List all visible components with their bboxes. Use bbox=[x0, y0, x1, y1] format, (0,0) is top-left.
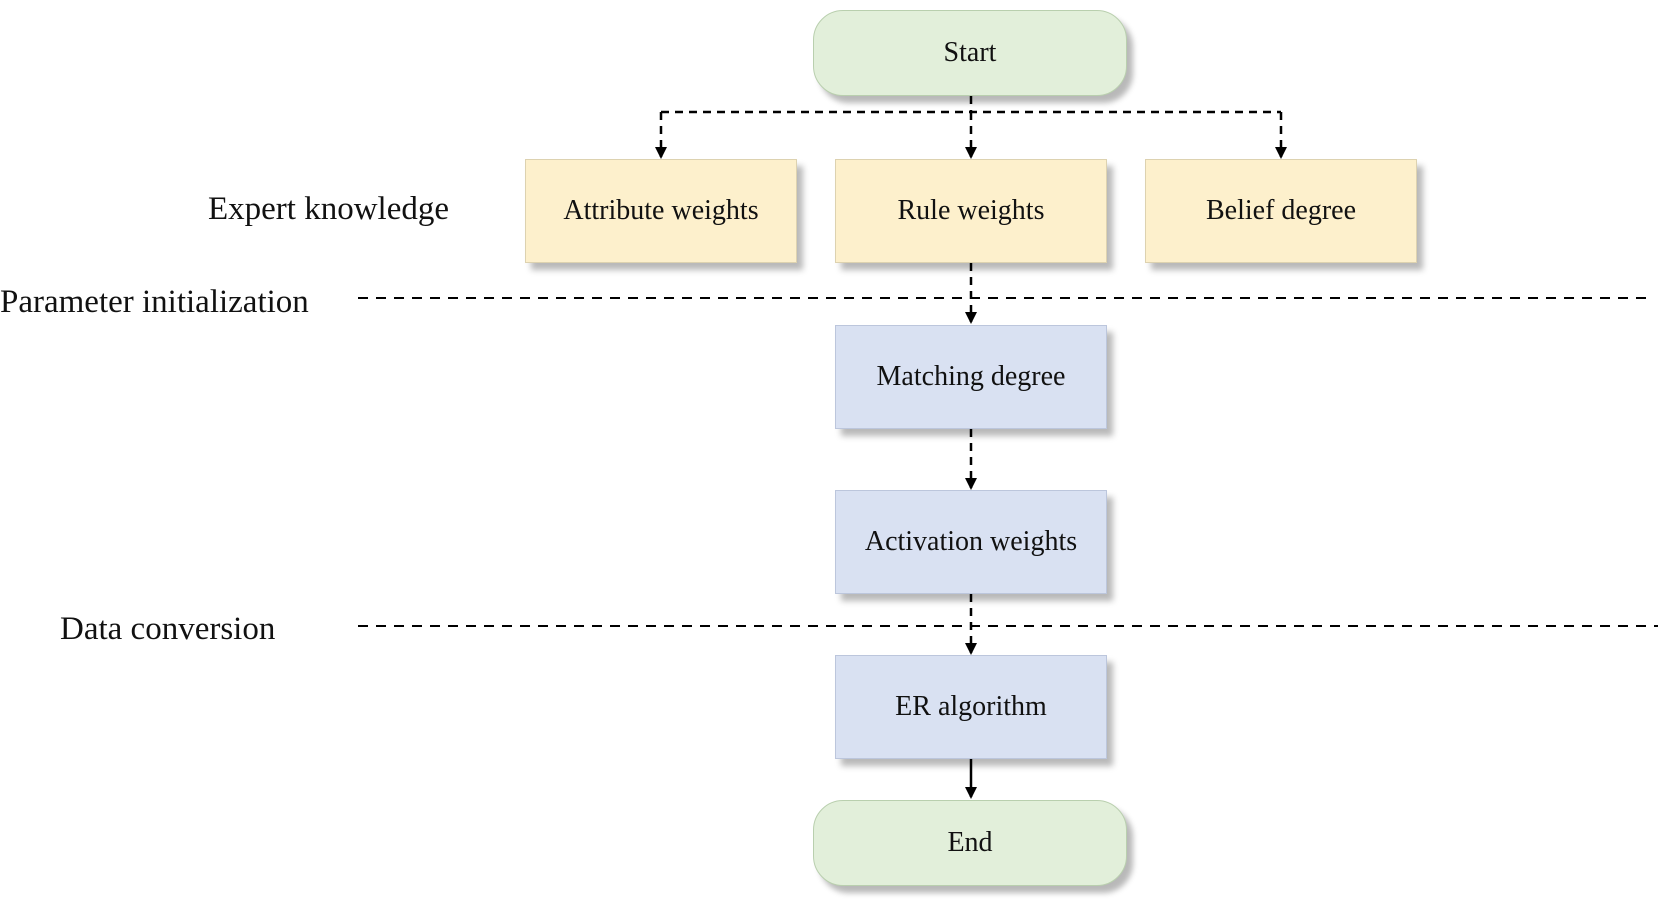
section-label-expert-knowledge: Expert knowledge bbox=[208, 191, 450, 227]
er-algorithm-label: ER algorithm bbox=[895, 691, 1047, 722]
belief-degree-label: Belief degree bbox=[1205, 195, 1357, 226]
activation-weights-node: Activation weights bbox=[835, 490, 1107, 594]
end-node: End bbox=[813, 800, 1127, 886]
belief-degree-node: Belief degree bbox=[1145, 159, 1417, 263]
start-node: Start bbox=[813, 10, 1127, 96]
end-node-label: End bbox=[947, 827, 993, 858]
er-algorithm-node: ER algorithm bbox=[835, 655, 1107, 759]
attribute-weights-label: Attribute weights bbox=[563, 195, 759, 226]
matching-degree-label: Matching degree bbox=[876, 361, 1066, 392]
rule-weights-label: Rule weights bbox=[897, 195, 1045, 226]
attribute-weights-node: Attribute weights bbox=[525, 159, 797, 263]
section-label-parameter-initialization: Parameter initialization bbox=[0, 284, 309, 320]
section-label-data-conversion: Data conversion bbox=[60, 611, 276, 647]
start-node-label: Start bbox=[943, 37, 997, 68]
matching-degree-node: Matching degree bbox=[835, 325, 1107, 429]
activation-weights-label: Activation weights bbox=[864, 526, 1078, 557]
rule-weights-node: Rule weights bbox=[835, 159, 1107, 263]
